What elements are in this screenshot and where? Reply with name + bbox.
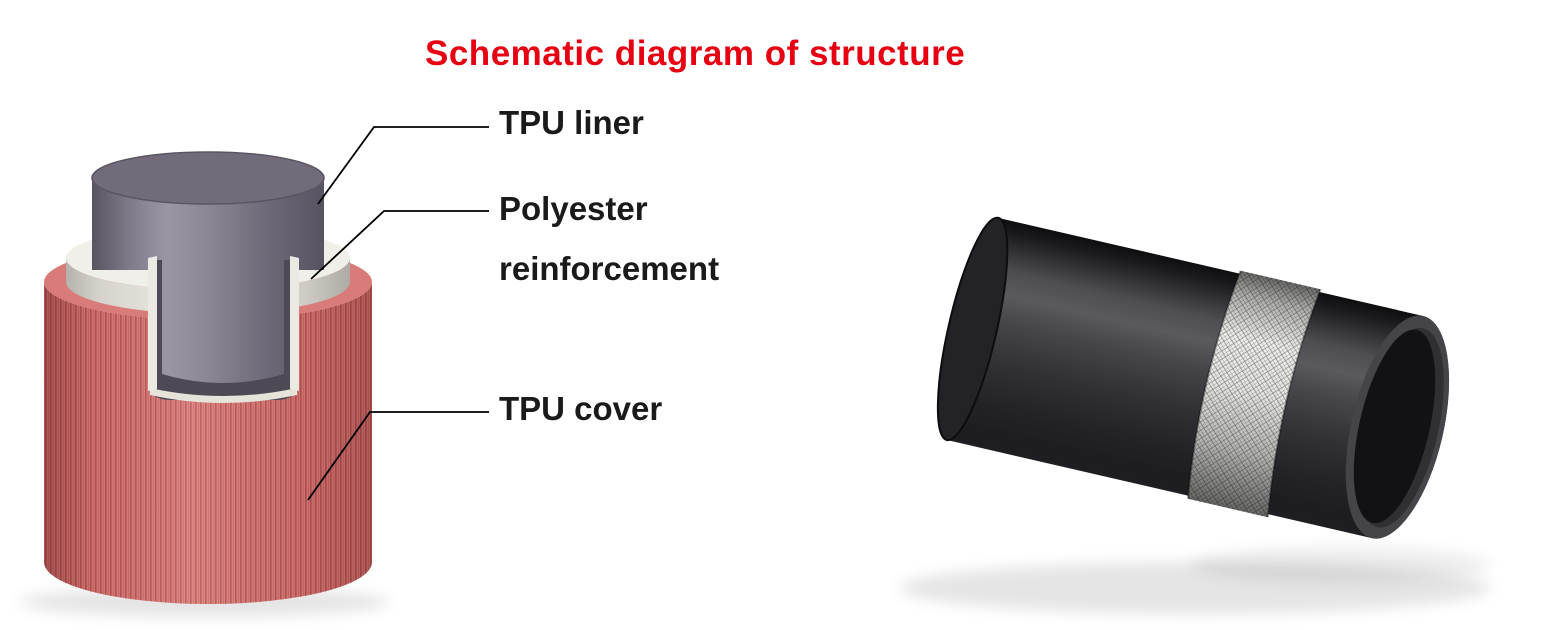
tpu-liner-top-face [91,151,325,205]
mesh-band [1186,270,1322,518]
hose-shadow-right [1190,547,1490,583]
hose-structure-cutaway [20,126,489,617]
label-tpu-liner: TPU liner [499,104,644,141]
label-tpu-cover: TPU cover [499,390,663,427]
hose-product-render [900,216,1490,614]
leader-line-tpu-cover [307,411,489,501]
hose-body [937,217,1450,539]
label-polyester-line1: Polyester [499,190,648,227]
tpu-liner-shape [91,151,325,270]
hose-opening [1345,315,1450,539]
leader-line-tpu-liner [317,126,489,205]
notch-bottom-ledge [150,388,297,403]
page-title: Schematic diagram of structure [425,34,966,73]
notch-right-face [290,256,299,391]
notch-cut [148,252,299,403]
tpu-liner-inner-column [162,252,284,383]
leader-line-polyester [310,210,489,280]
notch-left-face [148,256,157,391]
label-polyester-line2: reinforcement [499,250,720,287]
